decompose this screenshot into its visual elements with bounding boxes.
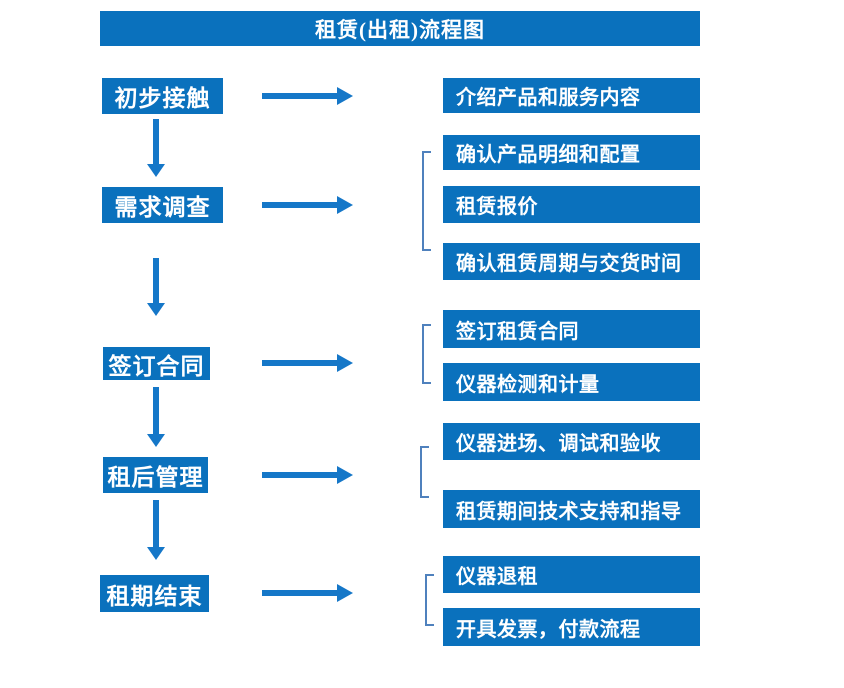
arrow-down-icon bbox=[147, 119, 165, 177]
arrow-shaft bbox=[153, 387, 159, 434]
bracket-icon bbox=[420, 446, 429, 498]
detail-box: 签订租赁合同 bbox=[443, 310, 700, 348]
bracket-icon bbox=[422, 151, 431, 251]
arrow-shaft bbox=[153, 258, 159, 303]
arrow-head bbox=[147, 434, 165, 447]
stage-box-demand-survey: 需求调查 bbox=[102, 187, 223, 223]
arrow-shaft bbox=[262, 590, 338, 596]
bracket-icon bbox=[422, 324, 431, 384]
arrow-head bbox=[337, 196, 353, 214]
detail-label: 开具发票，付款流程 bbox=[456, 618, 641, 641]
detail-label: 仪器进场、调试和验收 bbox=[456, 433, 661, 455]
arrow-head bbox=[337, 87, 353, 105]
stage-box-lease-end: 租期结束 bbox=[100, 575, 209, 612]
detail-label: 仪器检测和计量 bbox=[456, 373, 600, 396]
arrow-down-icon bbox=[147, 500, 165, 560]
detail-box: 仪器退租 bbox=[443, 556, 700, 593]
detail-box: 确认产品明细和配置 bbox=[443, 135, 700, 170]
page-title: 租赁(出租)流程图 bbox=[315, 17, 485, 42]
detail-box: 仪器检测和计量 bbox=[443, 363, 700, 401]
arrow-head bbox=[337, 466, 353, 484]
stage-label: 初步接触 bbox=[114, 86, 211, 111]
arrow-right-icon bbox=[262, 584, 353, 602]
arrow-shaft bbox=[262, 360, 338, 366]
stage-box-initial-contact: 初步接触 bbox=[102, 78, 223, 114]
arrow-right-icon bbox=[262, 466, 353, 484]
detail-box: 介绍产品和服务内容 bbox=[443, 78, 700, 113]
detail-box: 仪器进场、调试和验收 bbox=[443, 423, 700, 460]
arrow-shaft bbox=[262, 202, 338, 208]
arrow-head bbox=[147, 303, 165, 316]
detail-box: 确认租赁周期与交货时间 bbox=[443, 243, 700, 280]
arrow-right-icon bbox=[262, 354, 353, 372]
stage-label: 签订合同 bbox=[108, 353, 205, 379]
detail-label: 租赁报价 bbox=[456, 196, 538, 218]
arrow-shaft bbox=[153, 119, 159, 164]
arrow-head bbox=[147, 547, 165, 560]
title-bar: 租赁(出租)流程图 bbox=[100, 11, 700, 46]
arrow-shaft bbox=[262, 472, 338, 478]
arrow-head bbox=[337, 354, 353, 372]
stage-box-post-rental-management: 租后管理 bbox=[103, 457, 208, 493]
arrow-head bbox=[337, 584, 353, 602]
detail-label: 仪器退租 bbox=[456, 566, 538, 588]
arrow-right-icon bbox=[262, 196, 353, 214]
stage-label: 租后管理 bbox=[107, 465, 204, 490]
detail-label: 确认租赁周期与交货时间 bbox=[456, 253, 682, 275]
arrow-shaft bbox=[153, 500, 159, 547]
detail-label: 确认产品明细和配置 bbox=[456, 144, 641, 166]
detail-box: 租赁期间技术支持和指导 bbox=[443, 490, 700, 528]
detail-label: 介绍产品和服务内容 bbox=[456, 87, 641, 109]
stage-label: 需求调查 bbox=[114, 195, 211, 220]
detail-label: 租赁期间技术支持和指导 bbox=[456, 500, 682, 523]
arrow-down-icon bbox=[147, 258, 165, 316]
stage-box-sign-contract: 签订合同 bbox=[103, 347, 210, 380]
detail-box: 开具发票，付款流程 bbox=[443, 608, 700, 646]
arrow-right-icon bbox=[262, 87, 353, 105]
stage-label: 租期结束 bbox=[106, 583, 203, 609]
bracket-icon bbox=[425, 574, 434, 626]
detail-box: 租赁报价 bbox=[443, 186, 700, 223]
arrow-down-icon bbox=[147, 387, 165, 447]
arrow-head bbox=[147, 164, 165, 177]
detail-label: 签订租赁合同 bbox=[456, 320, 579, 343]
arrow-shaft bbox=[262, 93, 338, 99]
